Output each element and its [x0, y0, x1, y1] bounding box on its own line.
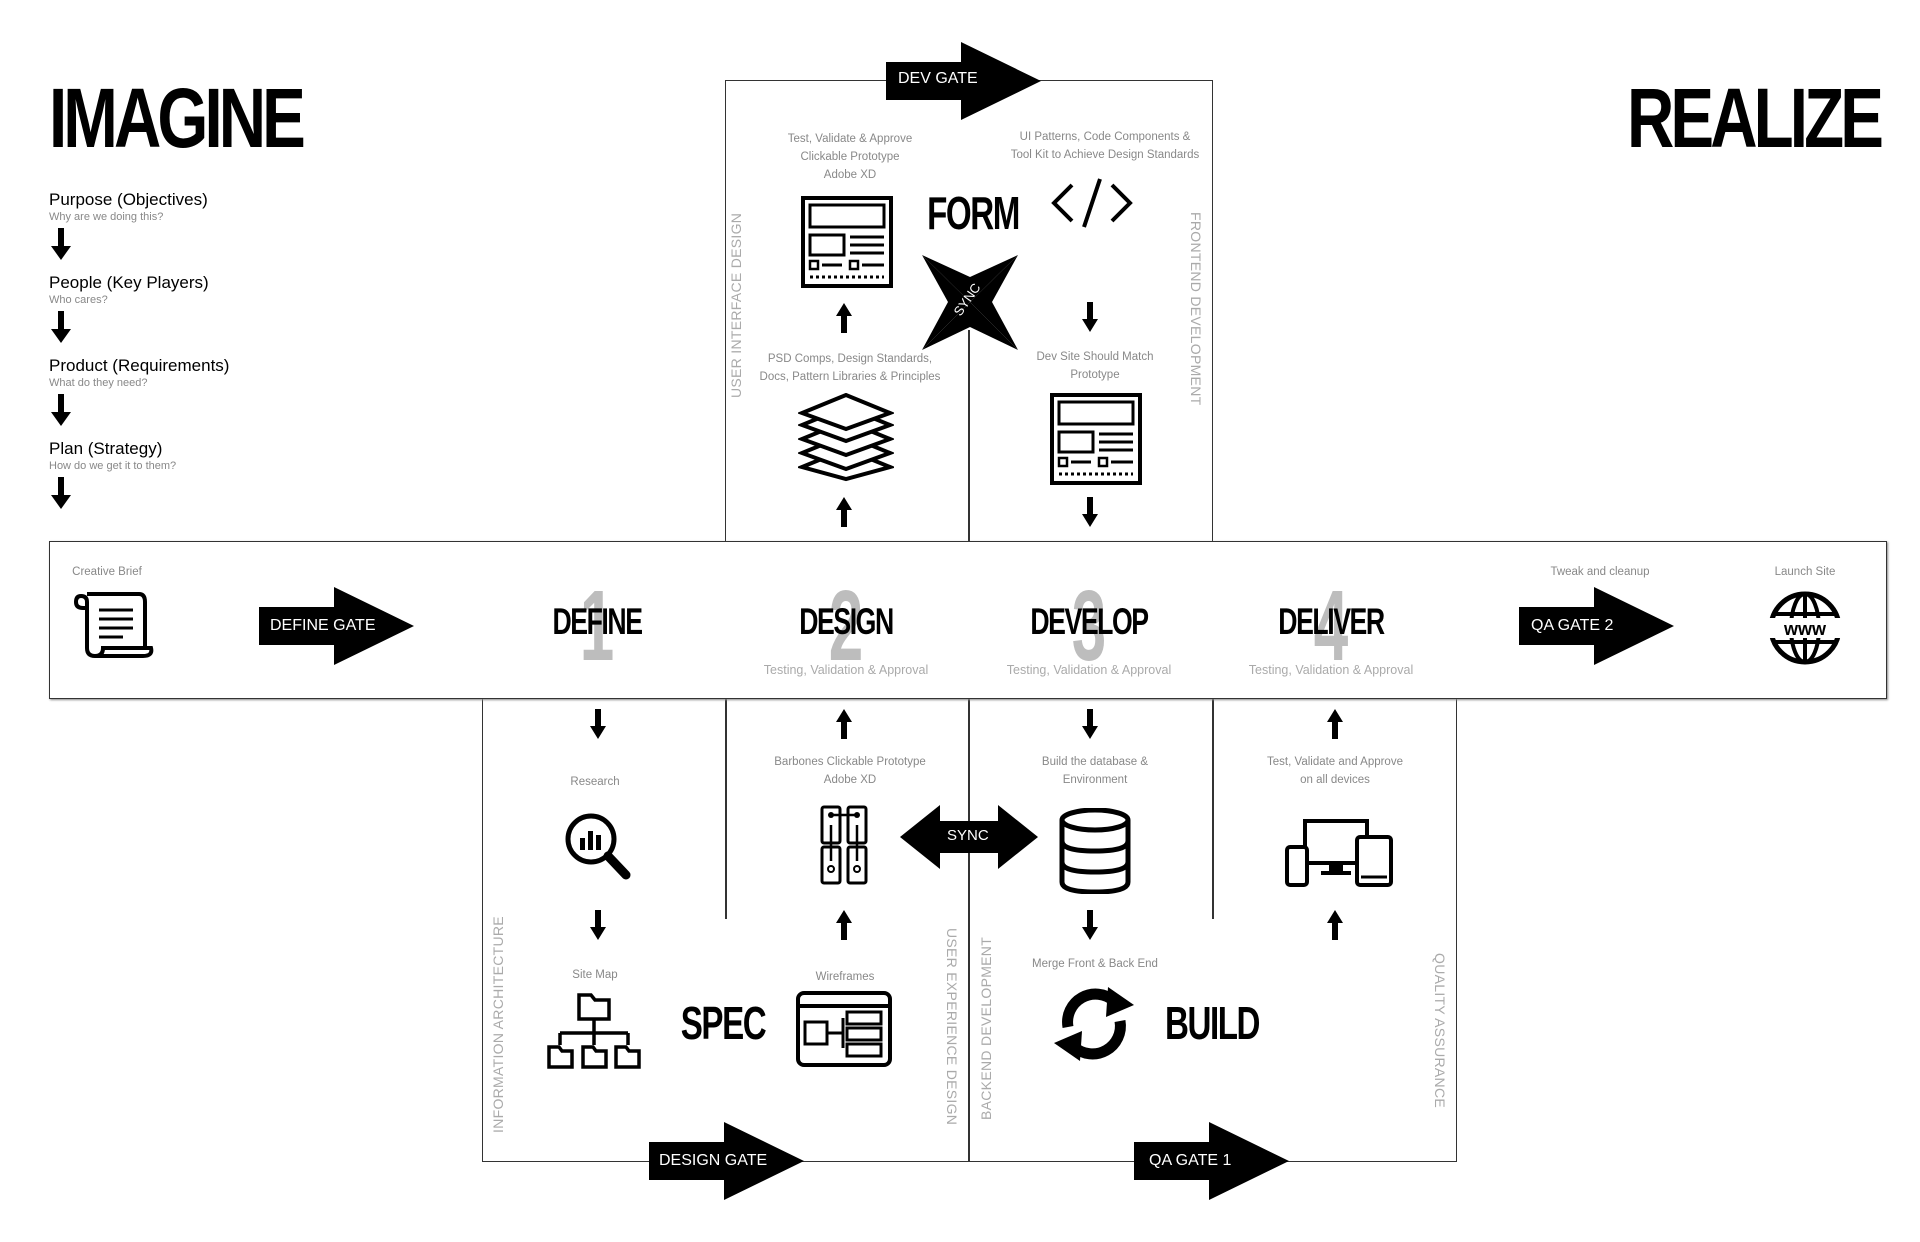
design-gate-arrow-icon	[649, 1122, 804, 1200]
ui-patterns-label: UI Patterns, Code Components & Tool Kit …	[1010, 131, 1200, 161]
phase-subtitle: Testing, Validation & Approval	[1248, 663, 1414, 677]
down-arrow-icon	[51, 228, 71, 260]
psd-comps-label: PSD Comps, Design Standards, Docs, Patte…	[759, 353, 941, 383]
step-plan: Plan (Strategy) How do we get it to them…	[49, 439, 349, 522]
backend-development-label: BACKEND DEVELOPMENT	[978, 936, 994, 1120]
phase-number: 3	[1071, 570, 1107, 682]
phase-subtitle: Testing, Validation & Approval	[1006, 663, 1172, 677]
code-icon	[1051, 178, 1133, 228]
research-magnifier-icon	[565, 813, 631, 880]
top-divider	[968, 330, 970, 543]
phase-number: 1	[579, 570, 615, 682]
dev-gate-label: DEV GATE	[898, 70, 978, 87]
phase-deliver: DELIVER	[1278, 601, 1385, 642]
step-product: Product (Requirements) What do they need…	[49, 356, 349, 439]
information-architecture-label: INFORMATION ARCHITECTURE	[490, 916, 506, 1133]
step-subtitle: Who cares?	[49, 294, 108, 306]
phase-define: DEFINE	[552, 601, 642, 642]
test-validate-label: Test, Validate & Approve Clickable Proto…	[787, 133, 913, 181]
bottom-right-divider	[1212, 697, 1214, 919]
barbones-label: Barbones Clickable Prototype Adobe XD	[774, 756, 926, 786]
build-database-label: Build the database & Environment	[1041, 756, 1149, 786]
down-arrow-icon	[1082, 302, 1098, 332]
bottom-left-divider	[725, 697, 727, 919]
user-interface-design-label: USER INTERFACE DESIGN	[728, 212, 744, 398]
define-gate-label: DEFINE GATE	[270, 617, 376, 634]
down-arrow-icon	[1082, 910, 1098, 940]
step-title: People (Key Players)	[49, 273, 209, 292]
down-arrow-icon	[590, 910, 606, 940]
qa-gate-2-arrow-icon	[1519, 587, 1674, 665]
down-arrow-icon	[590, 709, 606, 739]
up-arrow-icon	[1327, 910, 1343, 940]
prototype-layout-icon	[801, 196, 893, 288]
tweak-label: Tweak and cleanup	[1550, 566, 1650, 578]
heading-realize: REALIZE	[1627, 71, 1884, 165]
merge-label: Merge Front & Back End	[1032, 958, 1158, 970]
up-arrow-icon	[1327, 709, 1343, 739]
qa-gate-1-arrow-icon	[1134, 1122, 1289, 1200]
down-arrow-icon	[51, 311, 71, 343]
database-icon	[1059, 808, 1131, 894]
wireframe-icon	[796, 991, 892, 1067]
down-arrow-icon	[51, 394, 71, 426]
wireframes-label: Wireframes	[815, 971, 875, 983]
up-arrow-icon	[836, 709, 852, 739]
step-people: People (Key Players) Who cares?	[49, 273, 349, 356]
site-map-label: Site Map	[572, 969, 618, 981]
sync-bottom-label: SYNC	[947, 827, 989, 844]
phase-number: 4	[1313, 570, 1349, 682]
step-subtitle: What do they need?	[49, 377, 148, 389]
layers-icon	[798, 393, 894, 482]
frontend-development-label: FRONTEND DEVELOPMENT	[1188, 212, 1204, 406]
step-subtitle: Why are we doing this?	[49, 211, 164, 223]
phase-design: DESIGN	[799, 601, 894, 642]
sync-double-arrow-icon	[900, 805, 1038, 869]
step-title: Plan (Strategy)	[49, 439, 163, 458]
quality-assurance-label: QUALITY ASSURANCE	[1432, 953, 1448, 1108]
down-arrow-icon	[1082, 709, 1098, 739]
define-gate-arrow-icon	[259, 587, 414, 665]
build-label: BUILD	[1164, 997, 1260, 1049]
devices-icon	[1285, 819, 1393, 887]
form-label: FORM	[927, 187, 1020, 239]
refresh-build-icon	[1054, 987, 1134, 1061]
globe-www-icon: www	[1767, 591, 1843, 665]
up-arrow-icon	[836, 497, 852, 527]
clickable-prototype-flow-icon	[820, 805, 868, 885]
qa-gate-2-label: QA GATE 2	[1531, 617, 1614, 634]
test-devices-label: Test, Validate and Approve on all device…	[1267, 756, 1403, 786]
svg-text:www: www	[1783, 619, 1827, 639]
dev-site-layout-icon	[1050, 393, 1142, 485]
creative-brief-label: Creative Brief	[72, 566, 142, 578]
site-map-icon	[547, 993, 641, 1069]
step-subtitle: How do we get it to them?	[49, 460, 177, 472]
step-title: Purpose (Objectives)	[49, 190, 208, 209]
down-arrow-icon	[51, 477, 71, 509]
scroll-icon	[73, 592, 154, 658]
research-label: Research	[570, 776, 620, 788]
down-arrow-icon	[1082, 497, 1098, 527]
heading-imagine: IMAGINE	[49, 71, 306, 165]
step-purpose: Purpose (Objectives) Why are we doing th…	[49, 190, 349, 273]
phase-develop: DEVELOP	[1030, 601, 1149, 642]
up-arrow-icon	[836, 303, 852, 333]
user-experience-design-label: USER EXPERIENCE DESIGN	[944, 928, 960, 1126]
planning-steps: Purpose (Objectives) Why are we doing th…	[49, 190, 349, 522]
spec-label: SPEC	[680, 997, 767, 1049]
bottom-center-divider	[968, 697, 970, 1162]
phase-subtitle: Testing, Validation & Approval	[763, 663, 929, 677]
qa-gate-1-label: QA GATE 1	[1149, 1152, 1232, 1169]
launch-label: Launch Site	[1774, 566, 1836, 578]
dev-site-label: Dev Site Should Match Prototype	[1036, 351, 1154, 381]
dev-gate-arrow-icon	[886, 42, 1041, 120]
up-arrow-icon	[836, 910, 852, 940]
step-title: Product (Requirements)	[49, 356, 230, 375]
phase-number: 2	[828, 570, 864, 682]
sync-cross-arrows-icon	[922, 255, 1018, 350]
design-gate-label: DESIGN GATE	[659, 1152, 768, 1169]
